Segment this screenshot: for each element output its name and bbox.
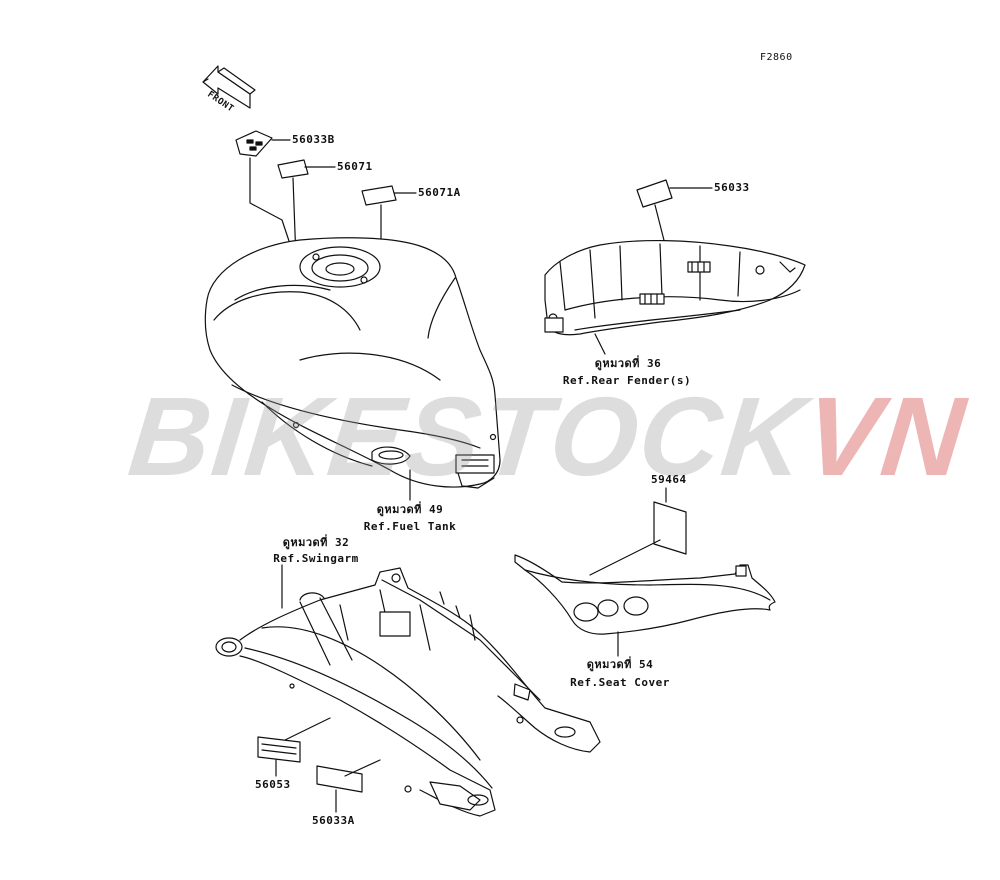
part-label-56033b: 56033B — [292, 133, 335, 146]
figure-code: F2860 — [760, 52, 793, 63]
ref-swingarm-thai: ดูหมวดที่ 32 — [282, 536, 350, 549]
ref-swingarm-label: Ref.Swingarm — [273, 552, 359, 565]
part-label-56033a: 56033A — [312, 814, 355, 827]
part-label-56033: 56033 — [714, 181, 750, 194]
ref-rear-fender-thai: ดูหมวดที่ 36 — [594, 357, 662, 370]
ref-rear-fender-label: Ref.Rear Fender(s) — [562, 374, 692, 387]
ref-fuel-tank-label: Ref.Fuel Tank — [363, 520, 457, 533]
front-arrow-icon — [202, 65, 256, 109]
part-label-56053: 56053 — [255, 778, 291, 791]
ref-fuel-tank-thai: ดูหมวดที่ 49 — [376, 503, 444, 516]
part-label-56071: 56071 — [337, 160, 373, 173]
ref-seat-cover-label: Ref.Seat Cover — [570, 676, 670, 689]
part-label-59464: 59464 — [651, 473, 687, 486]
rear-fender-icon — [544, 239, 806, 355]
decal-56071-icon — [277, 159, 336, 179]
seat-cover-icon — [514, 554, 776, 657]
decal-56053-icon — [257, 717, 331, 777]
fuel-tank-icon — [204, 237, 501, 501]
part-label-56071a: 56071A — [418, 186, 461, 199]
decal-56033a-icon — [316, 759, 381, 813]
decal-56033-icon — [636, 179, 713, 257]
decal-56033b-icon — [235, 130, 291, 157]
decal-59464-icon — [589, 487, 687, 576]
ref-seat-cover-thai: ดูหมวดที่ 54 — [586, 658, 654, 671]
swingarm-icon — [215, 564, 601, 817]
decal-56071a-icon — [361, 185, 417, 206]
